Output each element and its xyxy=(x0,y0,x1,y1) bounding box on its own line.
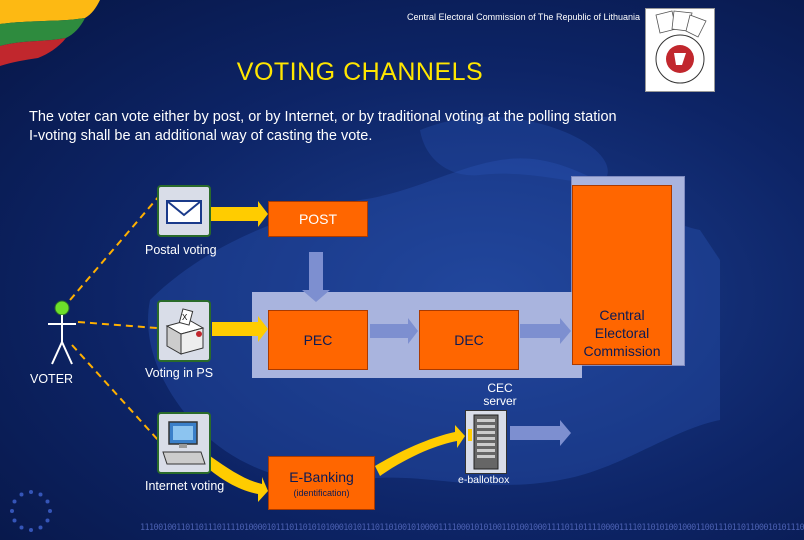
voter-label: VOTER xyxy=(30,372,74,386)
intro-line-2: I-voting shall be an additional way of c… xyxy=(29,128,373,144)
intro-text: The voter can vote either by post, or by… xyxy=(29,108,709,146)
pec-box: PEC xyxy=(268,310,368,370)
computer-icon xyxy=(157,412,211,474)
ebanking-sub-label: (identification) xyxy=(293,487,350,498)
cec-seal-icon xyxy=(645,8,715,92)
voter-stick-figure-icon xyxy=(48,300,76,365)
cec-line-2: Electoral xyxy=(594,325,650,341)
cec-label: Central Electoral Commission xyxy=(583,306,660,364)
connectors xyxy=(69,194,571,502)
internet-voting-label: Internet voting xyxy=(145,479,225,493)
voting-in-ps-label: Voting in PS xyxy=(145,366,214,380)
ebanking-box: E-Banking (identification) xyxy=(268,456,375,510)
cec-box: Central Electoral Commission xyxy=(572,185,672,365)
pec-label: PEC xyxy=(303,332,333,348)
intro-line-1: The voter can vote either by post, or by… xyxy=(29,109,617,125)
eu-stars-icon xyxy=(10,490,52,532)
cec-line-1: Central xyxy=(599,307,645,323)
slide-title: VOTING CHANNELS xyxy=(236,58,484,86)
cec-server-label: CEC server xyxy=(470,382,530,408)
server-icon xyxy=(465,410,507,474)
ballot-box-icon: X xyxy=(157,300,211,362)
dec-box: DEC xyxy=(419,310,519,370)
lithuania-flag-icon xyxy=(0,0,100,66)
envelope-icon xyxy=(157,185,211,237)
ebanking-label: E-Banking xyxy=(289,468,354,485)
svg-text:X: X xyxy=(182,313,188,322)
organization-name: Central Electoral Commission of The Repu… xyxy=(407,12,640,22)
cec-server-line-2: server xyxy=(483,394,517,408)
cec-line-3: Commission xyxy=(583,343,661,359)
postal-voting-label: Postal voting xyxy=(145,243,217,257)
e-ballotbox-label: e-ballotbox xyxy=(458,474,510,486)
cec-server-line-1: CEC xyxy=(487,381,513,395)
post-label: POST xyxy=(298,211,338,227)
dec-label: DEC xyxy=(454,332,484,348)
post-box: POST xyxy=(268,201,368,237)
binary-footer: 1110010011011011101111010000101110110101… xyxy=(140,523,804,533)
